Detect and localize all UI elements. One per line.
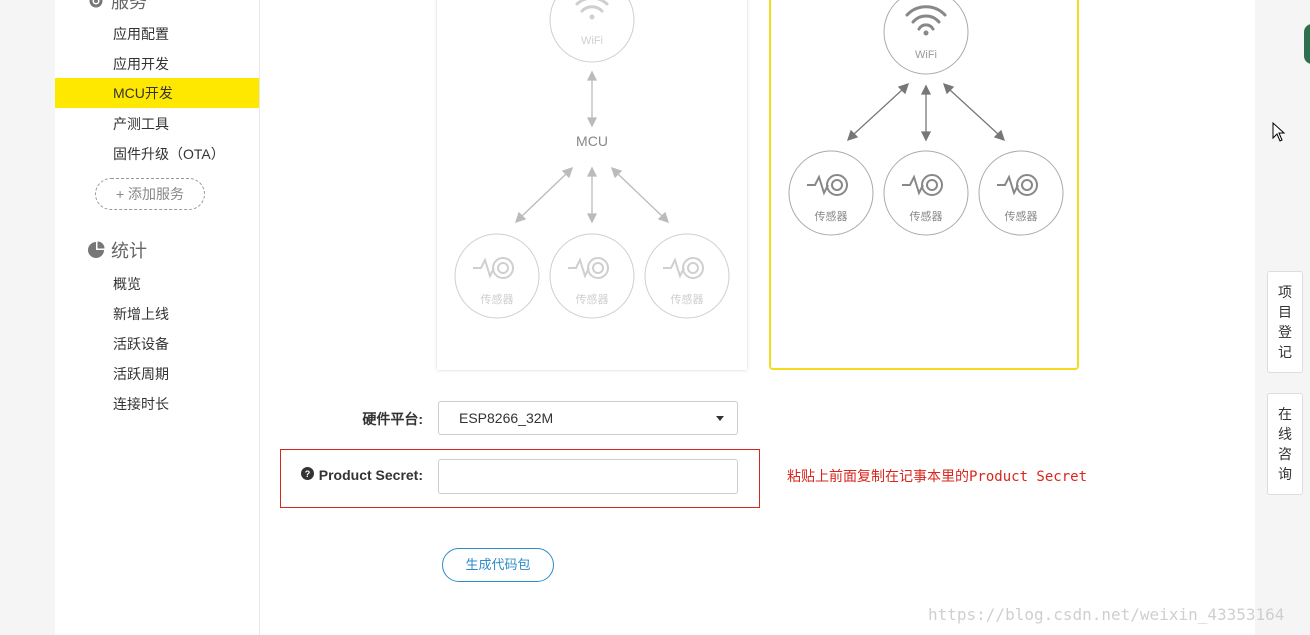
mcu-label: MCU <box>576 133 608 149</box>
pie-chart-icon <box>87 241 105 259</box>
sensor-node <box>644 233 730 319</box>
project-register-button[interactable]: 项目登记 <box>1267 271 1303 373</box>
mouse-cursor-icon <box>1272 122 1286 142</box>
question-circle-icon[interactable]: ? <box>300 467 314 483</box>
gear-icon <box>87 0 105 10</box>
platform-select[interactable]: ESP8266_32M <box>438 401 738 435</box>
sensor-label: 传感器 <box>1005 210 1038 223</box>
sidebar-item-mcu-dev[interactable]: MCU开发 <box>55 78 259 108</box>
wifi-only-diagram: WiFi 传感器 传感器 传感器 <box>788 0 1064 236</box>
services-heading: 服务 <box>87 0 147 14</box>
sensor-node <box>549 233 635 319</box>
sidebar-item-overview[interactable]: 概览 <box>113 276 141 292</box>
main-panel <box>260 0 1255 635</box>
sensor-icon <box>473 257 704 279</box>
sidebar: 服务 应用配置 应用开发 MCU开发 产测工具 固件升级（OTA） + 添加服务… <box>55 0 260 635</box>
wifi-icon <box>905 5 947 36</box>
wifi-mcu-diagram: WiFi MCU 传感器 传感器 传感器 <box>454 0 730 319</box>
wifi-node <box>549 0 635 63</box>
sidebar-item-production-test[interactable]: 产测工具 <box>113 116 169 132</box>
sensor-label: 传感器 <box>671 293 704 306</box>
generate-code-package-button[interactable]: 生成代码包 <box>442 548 554 582</box>
sidebar-item-new-online[interactable]: 新增上线 <box>113 306 169 322</box>
sidebar-item-ota[interactable]: 固件升级（OTA） <box>113 146 225 162</box>
annotation-note: 粘贴上前面复制在记事本里的Product Secret <box>787 469 1088 485</box>
sensor-label: 传感器 <box>815 210 848 223</box>
platform-selected-value: ESP8266_32M <box>459 410 554 426</box>
sensor-label: 传感器 <box>481 293 514 306</box>
add-service-button[interactable]: + 添加服务 <box>95 178 205 210</box>
sensor-icon <box>807 174 1038 196</box>
wifi-label: WiFi <box>581 35 603 47</box>
svg-text:?: ? <box>305 469 311 479</box>
option-card-wifi-mcu[interactable]: WiFi MCU 传感器 传感器 传感器 <box>437 0 747 370</box>
option-card-wifi-only[interactable]: WiFi 传感器 传感器 传感器 <box>769 0 1079 370</box>
product-secret-input[interactable] <box>438 459 738 494</box>
wifi-icon <box>575 0 609 20</box>
wifi-node <box>883 0 969 75</box>
sidebar-item-connection-duration[interactable]: 连接时长 <box>113 396 169 412</box>
sensor-node <box>454 233 540 319</box>
side-widget[interactable] <box>1304 24 1310 64</box>
sidebar-item-app-dev[interactable]: 应用开发 <box>113 56 169 72</box>
sensor-label: 传感器 <box>910 210 943 223</box>
sidebar-item-active-period[interactable]: 活跃周期 <box>113 366 169 382</box>
online-consult-button[interactable]: 在线咨询 <box>1267 393 1303 495</box>
sensor-label: 传感器 <box>576 293 609 306</box>
product-secret-label: ? Product Secret: <box>290 467 423 483</box>
sidebar-item-active-devices[interactable]: 活跃设备 <box>113 336 169 352</box>
watermark: https://blog.csdn.net/weixin_43353164 <box>928 605 1285 624</box>
stats-heading: 统计 <box>87 237 147 263</box>
caret-down-icon <box>716 416 724 421</box>
platform-label: 硬件平台: <box>362 411 423 427</box>
wifi-label: WiFi <box>915 49 937 61</box>
annotation-highlight-box <box>280 449 760 508</box>
sidebar-item-app-config[interactable]: 应用配置 <box>113 26 169 42</box>
